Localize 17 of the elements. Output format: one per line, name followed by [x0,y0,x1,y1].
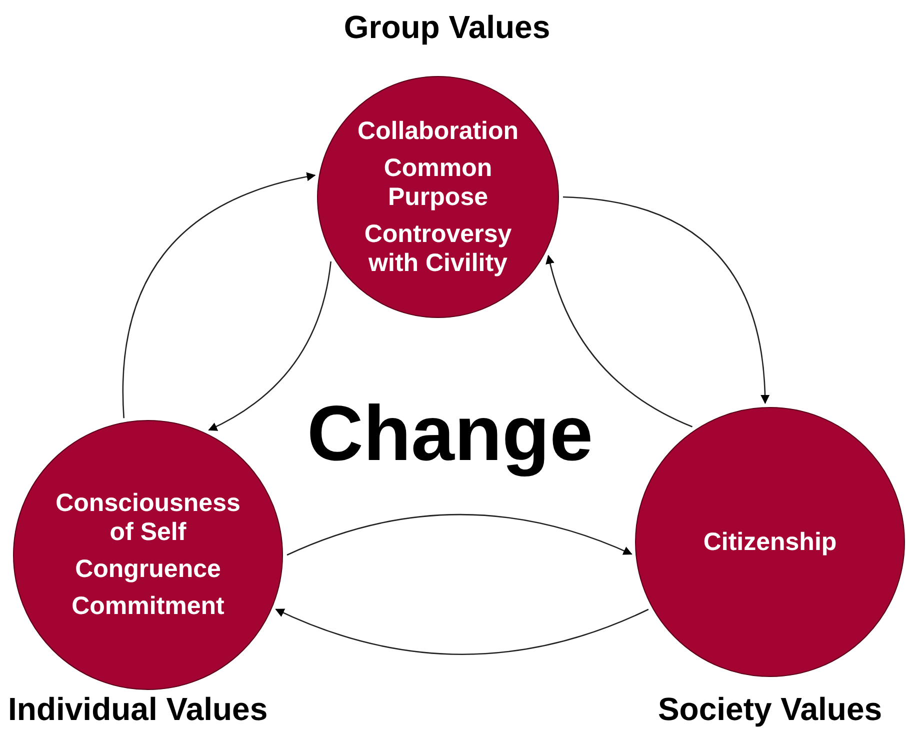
value-text: Common Purpose [382,154,494,212]
value-text: Consciousness of Self [54,489,242,547]
value-text: Congruence [75,555,221,584]
value-text: Controversy with Civility [363,220,513,278]
curved-arrow [286,514,632,556]
group-heading: Group Values [342,8,552,46]
curved-arrow [122,172,316,418]
curved-arrow [208,261,332,431]
curved-arrow [275,608,649,655]
value-text: Collaboration [357,116,519,146]
curved-arrow [562,196,770,404]
value-text: Commitment [72,592,224,621]
center-title: Change [306,388,594,478]
group-heading: Individual Values [8,690,269,728]
curved-arrow [546,254,693,428]
group-heading: Society Values [656,690,884,728]
value-text: Citizenship [703,528,837,556]
